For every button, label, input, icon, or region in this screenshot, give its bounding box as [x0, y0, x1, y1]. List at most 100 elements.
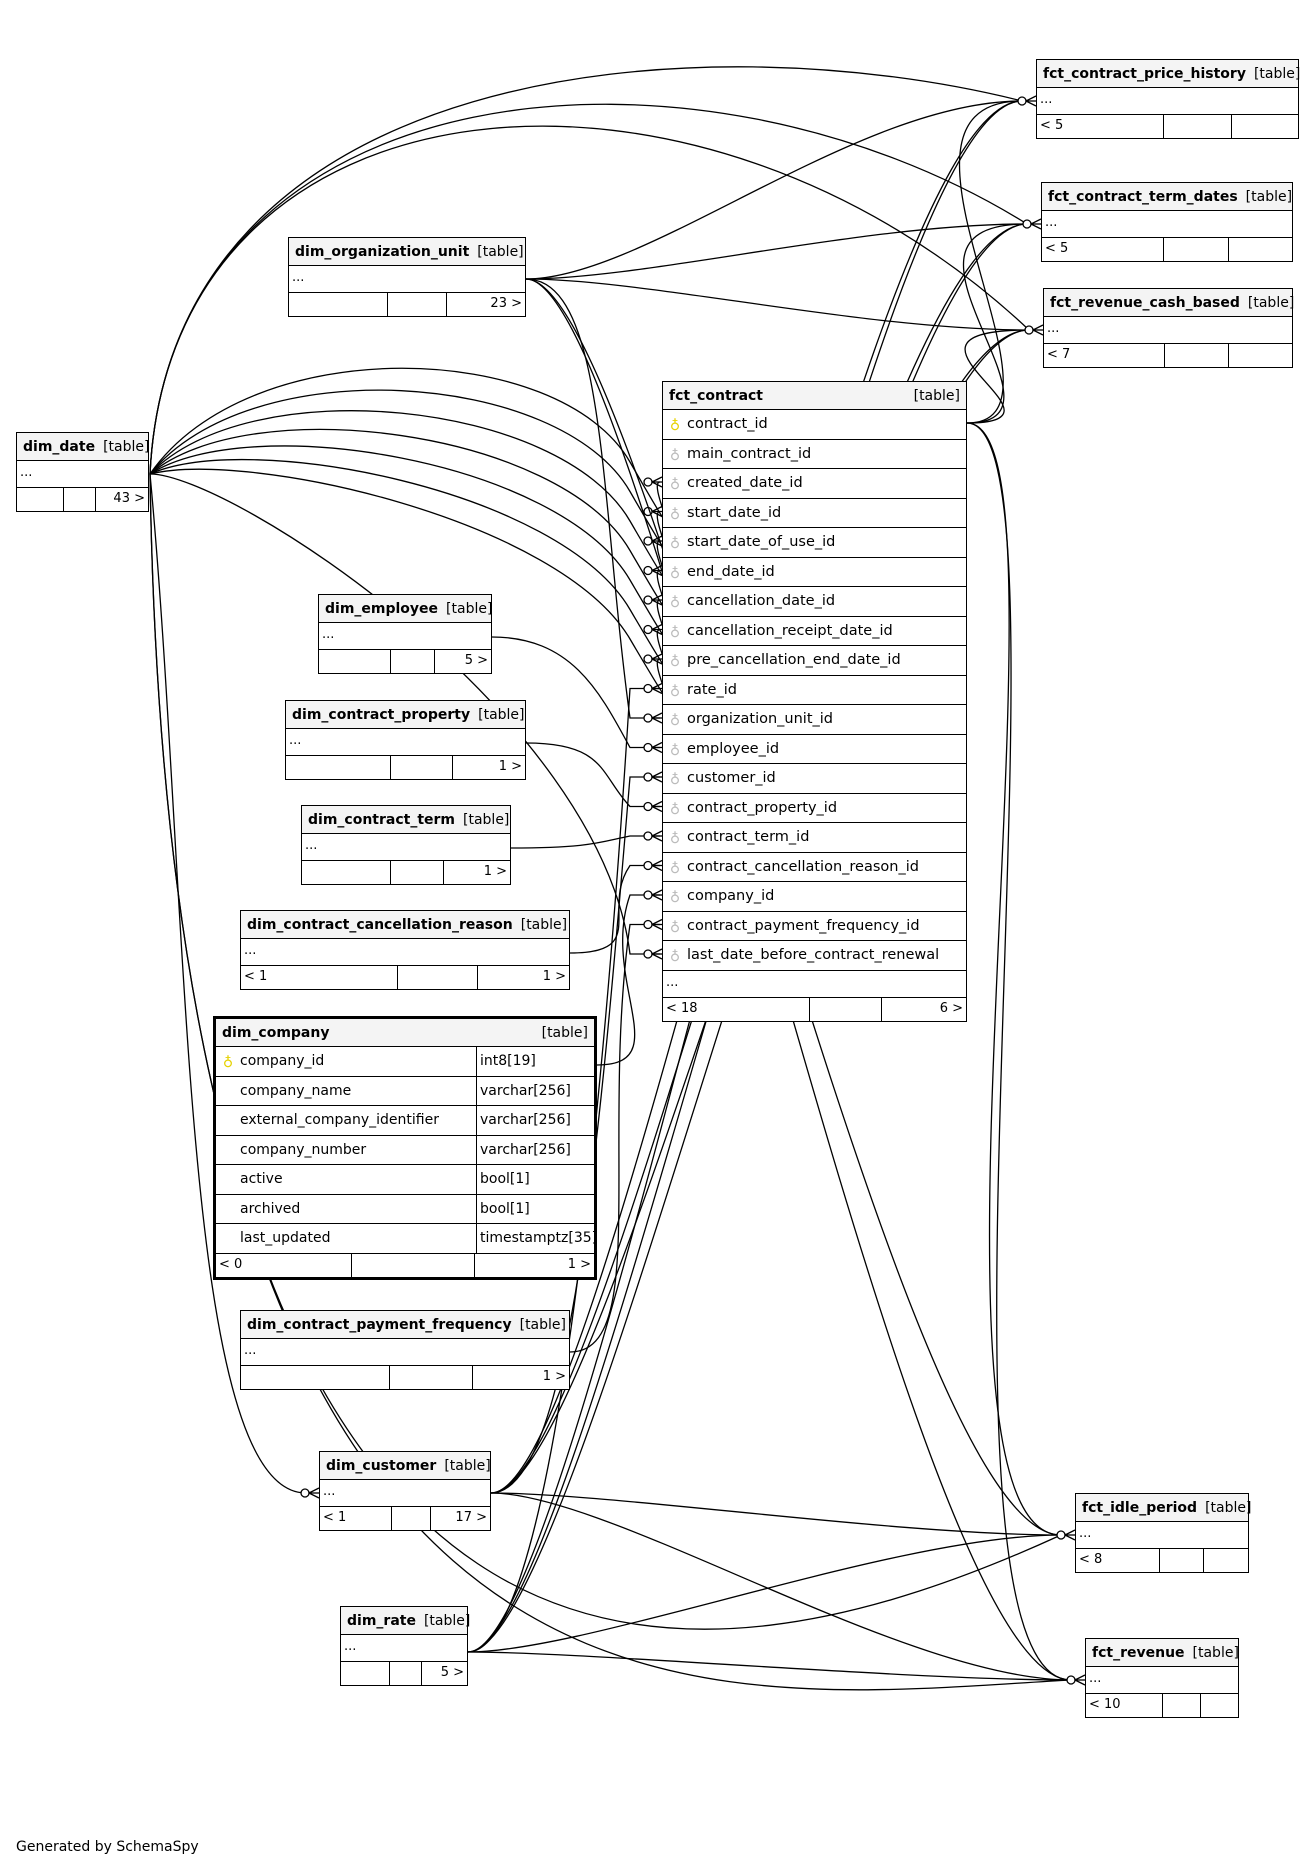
table-dim-contract-property[interactable]: dim_contract_property[table] ... 1 >	[285, 700, 526, 780]
column-row[interactable]: ♀customer_id	[663, 764, 966, 794]
foreign-key-icon: ♀	[669, 681, 681, 698]
column-row[interactable]: ♀contract_id	[663, 410, 966, 440]
column-row[interactable]: ♀main_contract_id	[663, 440, 966, 469]
parent-count[interactable]: < 10	[1086, 1694, 1163, 1717]
column-row[interactable]: ♀contract_property_id	[663, 794, 966, 823]
column-row[interactable]: ♀company_id	[663, 882, 966, 912]
dim-to-fact-line	[964, 329, 1030, 424]
child-count[interactable]: 1 >	[483, 864, 507, 879]
column-row[interactable]: ♀start_date_of_use_id	[663, 528, 966, 558]
parent-count[interactable]	[319, 650, 391, 673]
dim-to-fact-line	[525, 223, 1028, 280]
parent-count[interactable]: < 18	[663, 997, 810, 1021]
foreign-key-icon: ♀	[669, 858, 681, 875]
table-fct-revenue-cash-based[interactable]: fct_revenue_cash_based[table] ... < 7	[1043, 288, 1294, 368]
column-row[interactable]: ♀created_date_id	[663, 469, 966, 499]
parent-count[interactable]	[341, 1662, 390, 1685]
table-dim-contract-cancellation-reason[interactable]: dim_contract_cancellation_reason[table] …	[240, 910, 570, 990]
table-fct-revenue[interactable]: fct_revenue[table] ... < 10	[1085, 1638, 1239, 1718]
footer-mid	[398, 966, 478, 989]
more-columns: ...	[241, 1339, 569, 1366]
date-to-contract-line	[149, 367, 668, 523]
parent-count[interactable]	[286, 756, 391, 779]
parent-count[interactable]	[289, 293, 388, 316]
crows-foot-marker	[643, 682, 663, 695]
column-row[interactable]: ♀organization_unit_id	[663, 705, 966, 735]
column-type: varchar[256]	[476, 1135, 594, 1164]
crows-foot-marker	[643, 918, 663, 931]
column-name: cancellation_receipt_date_id	[687, 622, 893, 639]
table-fct-contract[interactable]: fct_contract[table] ♀contract_id♀main_co…	[662, 381, 967, 1022]
child-count[interactable]	[1229, 238, 1292, 261]
column-row[interactable]: ♀last_date_before_contract_renewal	[663, 941, 966, 971]
parent-count[interactable]	[241, 1366, 390, 1389]
crows-foot-marker	[643, 800, 663, 813]
footer-mid	[1163, 1694, 1201, 1717]
parent-count[interactable]: < 1	[320, 1507, 392, 1530]
table-fct-contract-term-dates[interactable]: fct_contract_term_dates[table] ... < 5	[1041, 182, 1293, 262]
parent-count[interactable]: < 5	[1037, 115, 1164, 138]
foreign-key-icon: ♀	[669, 504, 681, 521]
dim-to-fact-line	[966, 422, 1062, 1536]
column-row[interactable]: ♀employee_id	[663, 735, 966, 764]
column-row[interactable]: ♀contract_term_id	[663, 823, 966, 853]
child-count[interactable]: 1 >	[498, 759, 522, 774]
column-row[interactable]: ♀end_date_id	[663, 558, 966, 587]
parent-count[interactable]	[17, 488, 64, 511]
foreign-key-icon: ♀	[669, 888, 681, 905]
footer-mid	[391, 650, 435, 673]
child-count[interactable]: 43 >	[113, 491, 145, 506]
parent-count[interactable]: < 5	[1042, 238, 1164, 261]
table-fct-contract-price-history[interactable]: fct_contract_price_history[table] ... < …	[1036, 59, 1300, 139]
parent-count[interactable]	[302, 861, 391, 884]
child-count[interactable]: 5 >	[464, 653, 488, 668]
table-fct-idle-period[interactable]: fct_idle_period[table] ... < 8	[1075, 1493, 1251, 1573]
column-row[interactable]: ♀contract_cancellation_reason_id	[663, 853, 966, 882]
parent-count[interactable]: < 1	[241, 966, 398, 989]
table-name: dim_organization_unit	[295, 243, 470, 260]
crows-foot-marker	[643, 505, 663, 518]
child-count[interactable]: 1 >	[567, 1256, 591, 1272]
table-dim-rate[interactable]: dim_rate[table] ... 5 >	[340, 1606, 470, 1686]
column-row[interactable]: ♀cancellation_receipt_date_id	[663, 617, 966, 646]
table-dim-date[interactable]: dim_date[table] ... 43 >	[16, 432, 149, 512]
table-dim-organization-unit[interactable]: dim_organization_unit[table] ... 23 >	[288, 237, 526, 317]
parent-count[interactable]: < 0	[216, 1253, 352, 1277]
table-dim-contract-payment-frequency[interactable]: dim_contract_payment_frequency[table] ..…	[240, 1310, 570, 1390]
child-count[interactable]	[1229, 344, 1292, 367]
child-count[interactable]: 1 >	[542, 1369, 566, 1384]
parent-count[interactable]: < 8	[1076, 1549, 1160, 1572]
child-count[interactable]: 23 >	[490, 296, 522, 311]
column-name: start_date_id	[687, 504, 782, 521]
crows-foot-marker	[643, 712, 663, 724]
table-dim-contract-term[interactable]: dim_contract_term[table] ... 1 >	[301, 805, 511, 885]
child-count[interactable]	[1232, 115, 1298, 138]
column-row[interactable]: ♀rate_id	[663, 676, 966, 705]
column-row[interactable]: ♀pre_cancellation_end_date_id	[663, 646, 966, 676]
column-row[interactable]: ♀contract_payment_frequency_id	[663, 912, 966, 941]
crows-foot-marker	[643, 741, 663, 754]
column-row[interactable]: ♀ start_date_id	[663, 499, 966, 528]
table-footer: 43 >	[17, 488, 148, 511]
table-dim-employee[interactable]: dim_employee[table] ... 5 >	[318, 594, 492, 674]
child-count[interactable]: 17 >	[455, 1510, 487, 1525]
child-count[interactable]: 6 >	[939, 1000, 963, 1016]
column-type: int8[19]	[476, 1047, 594, 1076]
column-row[interactable]: ♀cancellation_date_id	[663, 587, 966, 617]
child-count[interactable]: 1 >	[542, 969, 566, 984]
child-count[interactable]	[1204, 1549, 1248, 1572]
table-name: fct_revenue	[1092, 1644, 1185, 1661]
child-count[interactable]: 5 >	[440, 1665, 464, 1680]
parent-count[interactable]: < 7	[1044, 344, 1165, 367]
child-count[interactable]	[1201, 1694, 1238, 1717]
table-name: dim_contract_term	[308, 811, 456, 828]
